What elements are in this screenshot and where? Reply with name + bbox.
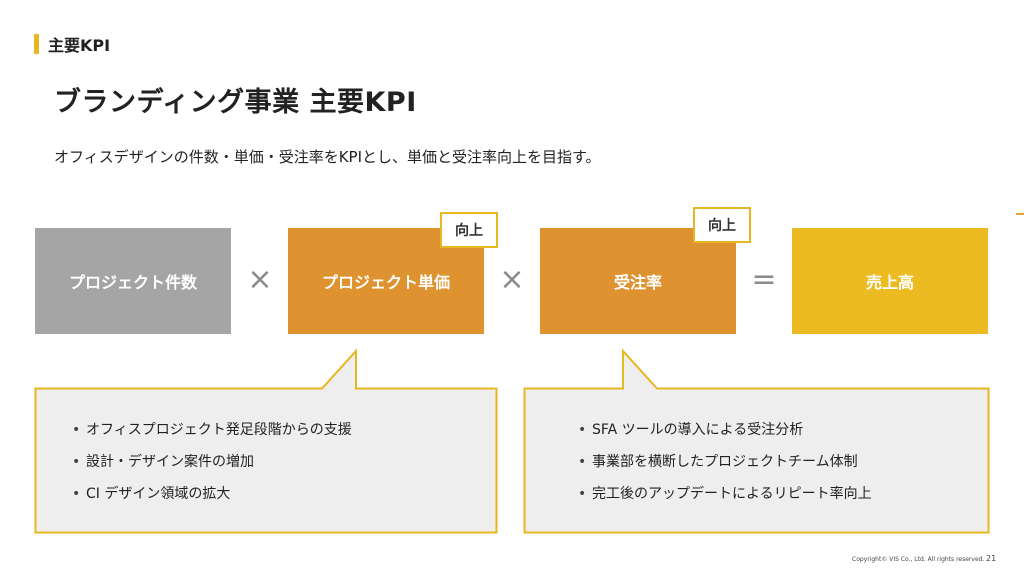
multiply-operator: × bbox=[247, 262, 273, 297]
unit-price-initiatives-list: • オフィスプロジェクト発足段階からの支援 • 設計・デザイン案件の増加 • CI デ… bbox=[72, 414, 352, 510]
bullet: • bbox=[578, 486, 587, 502]
page-number: 21 bbox=[986, 554, 997, 563]
list-item: • 完工後のアップデートによるリピート率向上 bbox=[578, 478, 872, 510]
kpi-box-sales: 売上高 bbox=[792, 228, 988, 334]
callout-unit-price bbox=[34, 348, 498, 534]
section-accent-bar bbox=[34, 34, 39, 54]
kpi-box-label: プロジェクト単価 bbox=[321, 273, 450, 292]
list-item-text: オフィスプロジェクト発足段階からの支援 bbox=[86, 422, 352, 438]
list-item: • オフィスプロジェクト発足段階からの支援 bbox=[72, 414, 352, 446]
bullet: • bbox=[72, 422, 81, 438]
order-rate-initiatives-list: •SFA ツールの導入による受注分析 •事業部を横断したプロジェクトチーム体制 … bbox=[578, 414, 872, 510]
callout-bubble-shape bbox=[34, 348, 498, 534]
list-item-text: SFA ツールの導入による受注分析 bbox=[592, 422, 804, 438]
bullet: • bbox=[72, 486, 81, 502]
list-item-text: CI デザイン領域の拡大 bbox=[86, 486, 231, 502]
edge-marker bbox=[1016, 213, 1024, 215]
improve-badge-order-rate: 向上 bbox=[693, 207, 751, 243]
callout-order-rate bbox=[523, 348, 990, 534]
kpi-box-order-rate: 受注率 bbox=[540, 228, 736, 334]
bullet: • bbox=[578, 422, 587, 438]
equals-operator: = bbox=[751, 262, 777, 297]
callout-bubble-shape bbox=[523, 348, 990, 534]
page-subtitle: オフィスデザインの件数・単価・受注率をKPIとし、単価と受注率向上を目指す。 bbox=[54, 148, 601, 166]
list-item: • CI デザイン領域の拡大 bbox=[72, 478, 352, 510]
multiply-operator: × bbox=[499, 262, 525, 297]
kpi-box-label: プロジェクト件数 bbox=[68, 273, 197, 292]
bullet: • bbox=[578, 454, 587, 470]
list-item: • 事業部を横断したプロジェクトチーム体制 bbox=[578, 446, 872, 478]
kpi-box-label: 受注率 bbox=[613, 273, 662, 292]
kpi-box-project-count: プロジェクト件数 bbox=[35, 228, 231, 334]
kpi-box-label: 売上高 bbox=[865, 273, 914, 292]
list-item: • SFA ツールの導入による受注分析 bbox=[578, 414, 872, 446]
list-item-text: 完工後のアップデートによるリピート率向上 bbox=[592, 486, 872, 502]
list-item: • 設計・デザイン案件の増加 bbox=[72, 446, 352, 478]
list-item-text: 設計・デザイン案件の増加 bbox=[86, 454, 254, 470]
list-item-text: 事業部を横断したプロジェクトチーム体制 bbox=[592, 454, 858, 470]
copyright-notice: Copyright© VIS Co., Ltd. All rights rese… bbox=[852, 556, 985, 563]
improve-badge-unit-price: 向上 bbox=[440, 212, 498, 248]
bullet: • bbox=[72, 454, 81, 470]
page-title: ブランディング事業 主要KPI bbox=[54, 87, 417, 118]
section-label: 主要KPI bbox=[48, 36, 111, 55]
